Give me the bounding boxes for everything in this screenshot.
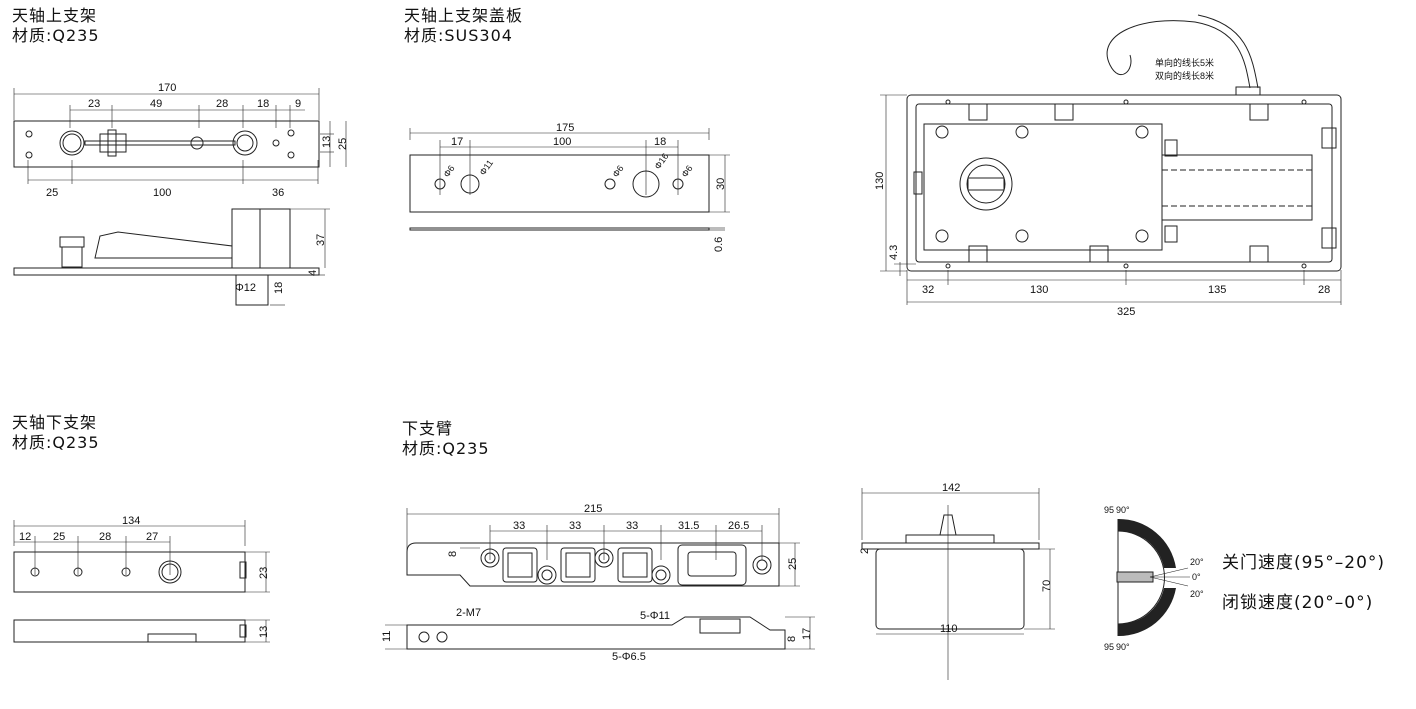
lb-dim-t: 13 xyxy=(258,626,270,638)
uc-dim-h: 30 xyxy=(715,178,727,190)
lb-dim-b: 25 xyxy=(53,531,65,543)
lower-bracket-name: 天轴下支架 xyxy=(12,413,98,432)
ub-dim-a: 23 xyxy=(88,98,100,110)
upper-cover-title: 天轴上支架盖板 材质:SUS304 xyxy=(404,6,523,46)
la-h11: 5-Φ11 xyxy=(640,610,670,622)
upper-bracket-material: 材质:Q235 xyxy=(12,26,100,45)
top-dim-h: 130 xyxy=(874,172,886,190)
uc-dim-b: 100 xyxy=(553,136,571,148)
closer-side-view: 142 2 70 110 xyxy=(859,482,1055,680)
upper-cover-name: 天轴上支架盖板 xyxy=(404,6,524,25)
legend-lock-speed: 闭锁速度(20°–0°) xyxy=(1222,593,1374,613)
top-dim-off: 4.3 xyxy=(888,245,900,260)
cable-label-2: 双向的线长8米 xyxy=(1155,70,1214,81)
la-m7: 2-M7 xyxy=(456,607,481,619)
uc-hole-6b: Φ6 xyxy=(610,163,625,179)
uc-hole-16: Φ16 xyxy=(652,151,670,171)
la-dim-b: 33 xyxy=(569,520,581,532)
ub-dim-bot1: 25 xyxy=(46,187,58,199)
closer-top-view: 单向的线长5米 双向的线长8米 130 4.3 xyxy=(874,14,1342,318)
top-dim-w2: 130 xyxy=(1030,284,1048,296)
side-dim-h: 70 xyxy=(1041,580,1053,592)
angle-label-20a: 20° xyxy=(1190,557,1204,567)
la-dim-t3: 17 xyxy=(801,628,813,640)
upper-cover-material: 材质:SUS304 xyxy=(404,26,513,45)
upper-cover-drawing: 175 17 100 18 Φ6 Φ11 Φ6 Φ16 Φ6 30 0.6 xyxy=(409,122,730,252)
uc-dim-a: 17 xyxy=(451,136,463,148)
upper-bracket-title: 天轴上支架 材质:Q235 xyxy=(12,6,100,46)
top-dim-total: 325 xyxy=(1117,306,1135,318)
lower-arm-drawing: 215 33 33 33 31.5 26.5 8 25 2-M7 5-Φ11 xyxy=(381,503,815,663)
lb-dim-overall: 134 xyxy=(122,515,140,527)
lower-arm-title: 下支臂 材质:Q235 xyxy=(402,419,490,459)
lb-dim-a: 12 xyxy=(19,531,31,543)
angle-label-90b: 90° xyxy=(1116,642,1130,652)
lower-bracket-drawing: 134 12 25 28 27 23 13 xyxy=(13,515,270,643)
legend-close-speed: 关门速度(95°–20°) xyxy=(1222,553,1386,573)
uc-dim-c: 18 xyxy=(654,136,666,148)
ub-dim-bot3: 36 xyxy=(272,187,284,199)
uc-hole-6c: Φ6 xyxy=(679,163,694,179)
lower-bracket-title: 天轴下支架 材质:Q235 xyxy=(12,413,100,453)
ub-dim-overall: 170 xyxy=(158,82,176,94)
ub-dim-bot2: 100 xyxy=(153,187,171,199)
upper-bracket-drawing: 170 23 49 28 18 9 13 25 xyxy=(13,82,349,306)
angle-label-95b: 95 xyxy=(1104,642,1114,652)
lb-dim-c: 28 xyxy=(99,531,111,543)
uc-hole-11: Φ11 xyxy=(477,158,495,177)
la-dim-d: 31.5 xyxy=(678,520,699,532)
ub-dim-h1: 13 xyxy=(321,136,333,148)
top-dim-w4: 28 xyxy=(1318,284,1330,296)
ub-dim-side-h: 37 xyxy=(315,234,327,246)
la-dim-t1: 11 xyxy=(381,631,393,642)
la-dim-off: 8 xyxy=(447,551,459,557)
ub-dim-e: 9 xyxy=(295,98,301,110)
la-dim-h: 25 xyxy=(787,558,799,570)
la-dim-c: 33 xyxy=(626,520,638,532)
upper-bracket-name: 天轴上支架 xyxy=(12,6,98,25)
la-dim-t2: 8 xyxy=(786,636,798,642)
top-dim-w3: 135 xyxy=(1208,284,1226,296)
uc-hole-6a: Φ6 xyxy=(441,163,456,179)
lower-bracket-material: 材质:Q235 xyxy=(12,433,100,452)
uc-dim-t: 0.6 xyxy=(713,237,725,252)
angle-label-20b: 20° xyxy=(1190,589,1204,599)
uc-dim-overall: 175 xyxy=(556,122,574,134)
ub-dim-b: 49 xyxy=(150,98,162,110)
cable-label-1: 单向的线长5米 xyxy=(1155,57,1214,68)
la-dim-e: 26.5 xyxy=(728,520,749,532)
la-dim-a: 33 xyxy=(513,520,525,532)
ub-dim-h2: 25 xyxy=(337,138,349,150)
top-dim-w1: 32 xyxy=(922,284,934,296)
lb-dim-d: 27 xyxy=(146,531,158,543)
ub-dim-pin-l: 18 xyxy=(273,282,285,294)
angle-diagram: 95 90° 20° 0° 20° 95 90° xyxy=(1104,505,1204,652)
angle-label-90a: 90° xyxy=(1116,505,1130,515)
angle-label-95a: 95 xyxy=(1104,505,1114,515)
ub-dim-pin-d: Φ12 xyxy=(235,282,256,294)
lb-dim-h: 23 xyxy=(258,567,270,579)
side-dim-inner: 110 xyxy=(940,623,958,635)
ub-dim-side-t: 4 xyxy=(307,270,319,276)
side-dim-t: 2 xyxy=(859,548,871,554)
lower-arm-material: 材质:Q235 xyxy=(402,439,490,458)
side-dim-w: 142 xyxy=(942,482,960,494)
ub-dim-c: 28 xyxy=(216,98,228,110)
la-h65: 5-Φ6.5 xyxy=(612,651,646,663)
la-dim-overall: 215 xyxy=(584,503,602,515)
ub-dim-d: 18 xyxy=(257,98,269,110)
lower-arm-name: 下支臂 xyxy=(402,419,454,438)
angle-label-0: 0° xyxy=(1192,572,1201,582)
